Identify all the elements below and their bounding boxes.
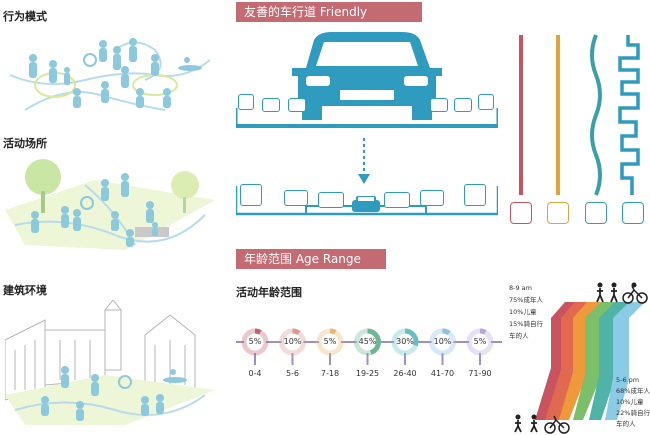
age-pct-71-90: 5% [473,337,487,346]
car-front-illustration [236,32,498,128]
place-illustration [5,159,215,250]
age-pct-19-25: 45% [358,337,377,346]
am-child: 10%儿童 [509,308,537,316]
age-banner: 年龄范围 Age Range [236,249,386,269]
movement-paths [519,34,640,196]
pm-bike: 22%骑自行 [616,409,650,417]
pedestrian-icon-right [478,94,494,110]
age-pct-41-70: 10% [433,337,452,346]
bus-lane-icon [318,192,344,208]
pm-time: 5-6 pm [616,376,640,384]
age-pct-26-40: 30% [396,337,414,346]
family-legend-icon [547,202,569,224]
age-range-chart [236,328,502,365]
age-arc-5-6 [279,328,306,356]
bike-lane-icon-right [420,190,444,206]
walk-bike-icon-top [596,282,648,304]
building-illustration [5,300,215,425]
age-pct-7-18: 5% [323,337,337,346]
age-label-19-25: 19-25 [355,369,380,378]
age-subtitle: 活动年龄范围 [236,286,302,299]
age-label-26-40: 26-40 [393,369,417,378]
bus-legend-icon [585,202,607,224]
age-arc-26-40 [391,328,419,356]
am-adult: 75%成年人 [509,296,543,304]
am-bike-2: 车的人 [509,332,529,340]
age-label-7-18: 7-18 [320,369,340,378]
bus-lane-icon-right [384,192,410,208]
family-icon [240,184,262,206]
age-pct-0-4: 5% [248,337,262,346]
bike-icon [262,98,280,112]
label-building: 建筑环境 [3,284,47,297]
age-label-0-4: 0-4 [248,369,262,378]
age-label-71-90: 71-90 [468,369,492,378]
age-pct-5-6: 10% [283,337,302,346]
flow-chart [513,302,645,420]
behavior-illustration [9,38,211,111]
pm-bike-2: 车的人 [616,420,636,428]
age-arc-41-70 [429,328,456,356]
am-note: 8-9 am 75%成年人 10%儿童 15%骑自行 车的人 [509,284,543,341]
age-arc-7-18 [316,328,344,356]
age-arc-71-90 [466,328,494,356]
car-legend-icon [622,202,644,224]
bus-icon [288,98,306,112]
friendly-road-illustration [236,186,498,216]
pedestrian-icon [238,94,254,110]
transition-arrow-icon [358,138,370,184]
am-bike: 15%骑自行 [509,320,543,328]
pm-note: 5-6 pm 68%成年人 10%儿童 22%骑自行 车的人 [616,376,650,429]
age-label-41-70: 41-70 [430,369,455,378]
label-place: 活动场所 [3,137,47,150]
age-arc-0-4 [241,328,269,356]
bike-legend-icon [510,202,532,224]
pm-child: 10%儿童 [616,398,644,406]
walk-bike-icon-bottom [514,414,570,434]
bus-icon-right [430,98,448,112]
age-arc-19-25 [354,328,381,356]
am-time: 8-9 am [509,284,532,292]
roadway-banner: 友善的车行道 Friendly Roadway [236,2,422,39]
pm-adult: 68%成年人 [616,387,650,395]
bike-lane-icon [284,190,308,206]
age-label-5-6: 5-6 [285,369,300,378]
family-icon-right [464,184,486,206]
bike-icon-right [454,98,472,112]
label-behavior: 行为模式 [3,10,47,23]
